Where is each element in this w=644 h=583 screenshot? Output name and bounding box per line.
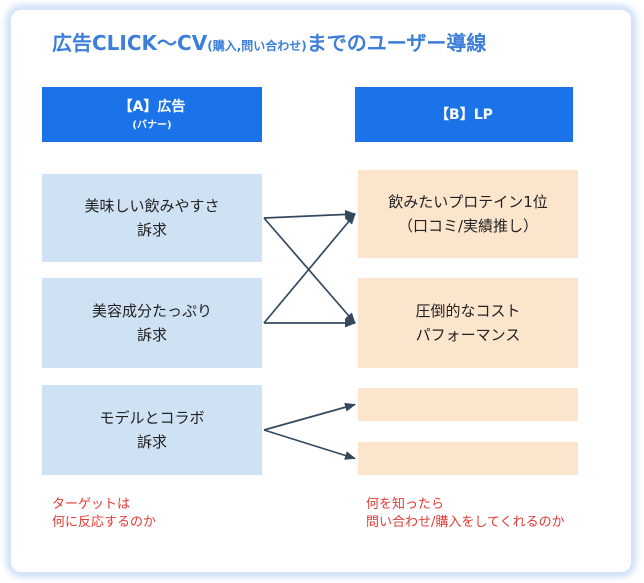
box-line: 美容成分たっぷり: [91, 302, 212, 320]
box-line: パフォーマンス: [415, 326, 521, 344]
note-line: 問い合わせ/購入をしてくれるのか: [366, 515, 565, 530]
column-header-b: 【B】LP: [355, 87, 573, 142]
box-line: モデルとコラボ: [99, 409, 205, 427]
column-a-sublabel: (バナー): [132, 119, 172, 131]
lp-content-box: 飲みたいプロテイン1位 （口コミ/実績推し）: [358, 170, 578, 258]
note-conversion-question: 何を知ったら 問い合わせ/購入をしてくれるのか: [366, 496, 565, 532]
lp-content-box-empty: [358, 442, 578, 475]
box-line: 訴求: [136, 221, 167, 239]
diagram-title: 広告CLICK〜CV(購入,問い合わせ)までのユーザー導線: [52, 30, 486, 59]
note-line: 何を知ったら: [366, 497, 445, 512]
title-sub: (購入,問い合わせ): [207, 39, 307, 53]
ad-appeal-box: モデルとコラボ 訴求: [42, 385, 262, 475]
column-b-label: 【B】LP: [435, 106, 493, 123]
box-line: 美味しい飲みやすさ: [84, 197, 220, 215]
box-line: 圧倒的なコスト: [415, 302, 521, 320]
ad-appeal-box: 美容成分たっぷり 訴求: [42, 278, 262, 368]
lp-content-box: 圧倒的なコスト パフォーマンス: [358, 278, 578, 368]
ad-appeal-box: 美味しい飲みやすさ 訴求: [42, 174, 262, 262]
box-line: （口コミ/実績推し）: [397, 217, 539, 235]
note-line: 何に反応するのか: [52, 515, 157, 530]
column-header-a: 【A】広告 (バナー): [42, 87, 262, 142]
title-tail: までのユーザー導線: [306, 31, 487, 55]
box-line: 飲みたいプロテイン1位: [388, 193, 548, 211]
box-line: 訴求: [136, 326, 167, 344]
column-a-label: 【A】広告: [118, 98, 186, 115]
lp-content-box-empty: [358, 388, 578, 421]
title-main: 広告CLICK〜CV: [52, 31, 208, 55]
note-line: ターゲットは: [52, 497, 131, 512]
note-target-question: ターゲットは 何に反応するのか: [52, 496, 156, 532]
box-line: 訴求: [136, 433, 167, 451]
